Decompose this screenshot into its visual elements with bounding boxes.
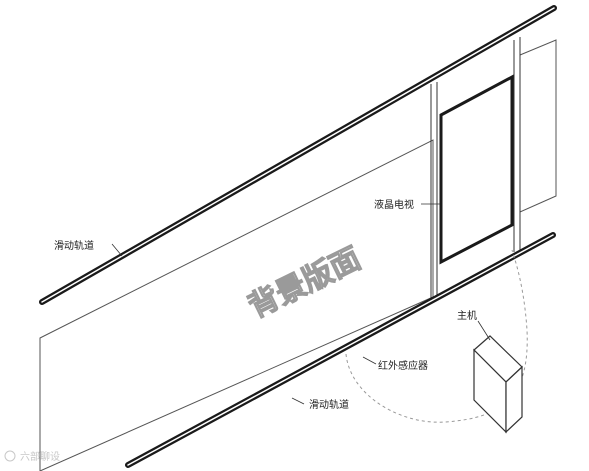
leader-rail-top xyxy=(111,243,123,257)
rail-top-highlight xyxy=(41,7,555,303)
leader-ir xyxy=(362,356,377,365)
rail-top-label: 滑动轨道 xyxy=(54,239,94,252)
rail-bottom-highlight xyxy=(127,234,554,466)
watermark-icon xyxy=(4,450,16,462)
lcd-tv-label: 液晶电视 xyxy=(374,198,414,211)
ir-sensor-label: 红外感应器 xyxy=(378,359,428,372)
leader-rail-bottom xyxy=(291,397,305,405)
rail-bottom-label: 滑动轨道 xyxy=(309,398,349,411)
right-panel xyxy=(519,39,557,213)
host-box xyxy=(473,335,523,434)
host-label: 主机 xyxy=(457,309,477,322)
watermark: 六部聊设 xyxy=(4,450,60,463)
leader-host xyxy=(477,320,491,341)
lcd-tv xyxy=(439,74,514,265)
watermark-text: 六部聊设 xyxy=(20,450,60,463)
